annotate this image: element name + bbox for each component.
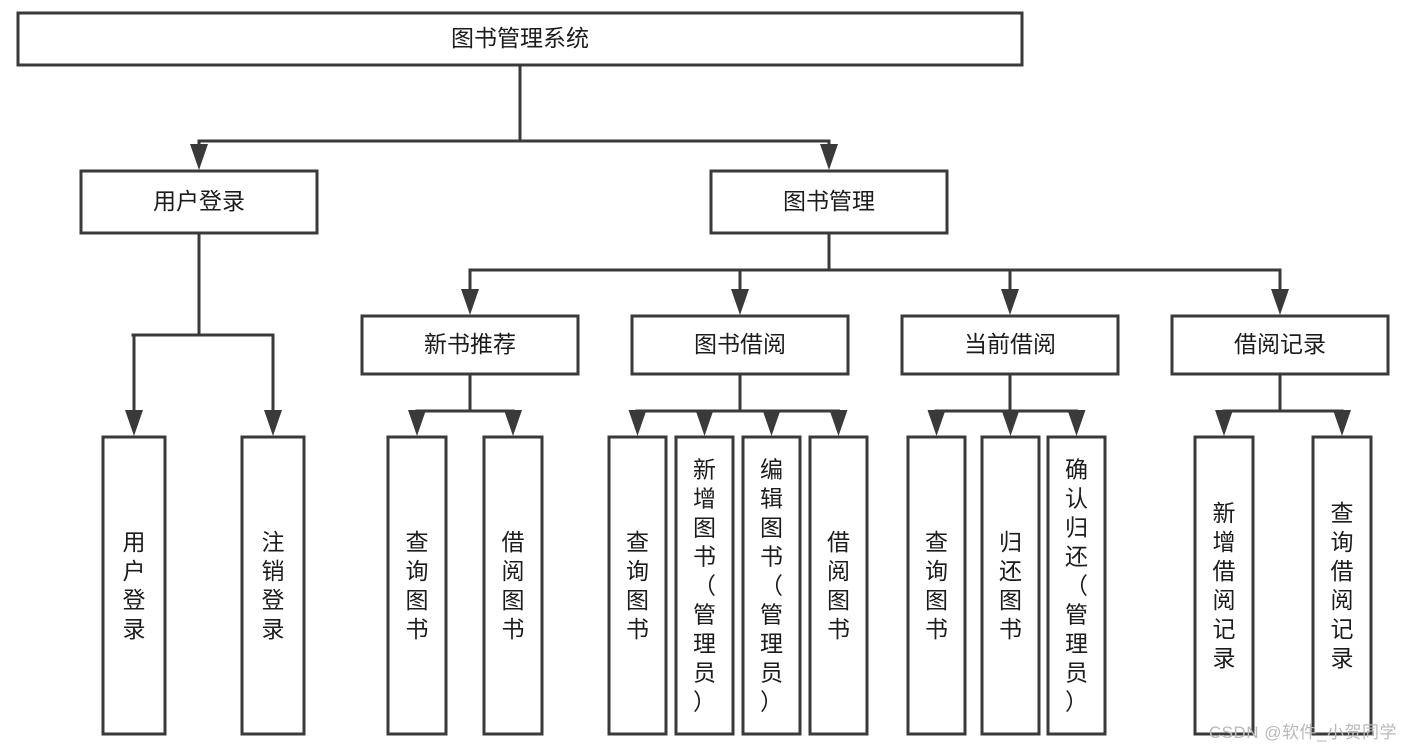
arrow-head-icon	[927, 410, 946, 436]
node-box	[1311, 435, 1373, 736]
arrow-head-icon	[125, 410, 143, 436]
node-leaf-add-book-admin[interactable]: 新增图书（管理员）	[674, 435, 735, 736]
node-label: 新增图书（管理员）	[693, 457, 716, 715]
edges-layer	[125, 63, 1351, 436]
node-leaf-query-book-current[interactable]: 查询图书	[906, 435, 967, 736]
node-box	[482, 435, 544, 736]
node-borrow-record[interactable]: 借阅记录	[1170, 314, 1390, 376]
node-leaf-query-borrow-record[interactable]: 查询借阅记录	[1311, 435, 1373, 736]
node-box	[101, 435, 167, 736]
node-box	[980, 435, 1041, 736]
node-box	[386, 435, 448, 736]
node-label: 查询图书	[925, 529, 948, 642]
node-box	[709, 169, 949, 235]
arrow-head-icon	[695, 410, 714, 436]
arrow-head-icon	[1001, 289, 1019, 315]
node-label: 当前借阅	[964, 331, 1056, 357]
node-label: 图书管理系统	[451, 25, 589, 51]
arrow-head-icon	[628, 410, 647, 436]
node-box	[607, 435, 668, 736]
node-box	[360, 314, 580, 376]
node-leaf-logout[interactable]: 注销登录	[240, 435, 306, 736]
node-label: 用户登录	[153, 188, 245, 214]
arrow-head-icon	[504, 410, 522, 436]
arrow-head-icon	[820, 144, 838, 170]
node-box	[1046, 435, 1107, 736]
node-label: 图书管理	[783, 188, 875, 214]
node-label: 新增借阅记录	[1213, 500, 1236, 671]
node-label: 归还图书	[999, 529, 1022, 642]
node-leaf-borrow-book[interactable]: 借阅图书	[808, 435, 869, 736]
node-label: 查询图书	[626, 529, 649, 642]
node-box	[741, 435, 802, 736]
csdn-watermark: CSDN @软件_小贺同学	[1208, 723, 1397, 742]
arrow-head-icon	[762, 410, 781, 436]
node-box	[79, 169, 319, 235]
node-label: 注销登录	[262, 529, 285, 642]
arrow-head-icon	[1215, 410, 1233, 436]
node-root[interactable]: 图书管理系统	[16, 11, 1024, 67]
arrow-head-icon	[1001, 410, 1020, 436]
arrow-head-icon	[731, 289, 749, 315]
node-leaf-edit-book-admin[interactable]: 编辑图书（管理员）	[741, 435, 802, 736]
node-current-borrow[interactable]: 当前借阅	[900, 314, 1120, 376]
arrow-head-icon	[190, 144, 208, 170]
node-box	[1170, 314, 1390, 376]
node-label: 新书推荐	[424, 331, 516, 357]
node-box	[1193, 435, 1255, 736]
node-box	[906, 435, 967, 736]
node-box	[808, 435, 869, 736]
node-box	[674, 435, 735, 736]
arrow-head-icon	[1067, 410, 1086, 436]
arrow-head-icon	[1271, 289, 1289, 315]
node-label: 查询借阅记录	[1331, 500, 1354, 671]
node-box	[240, 435, 306, 736]
arrow-head-icon	[264, 410, 282, 436]
node-leaf-add-borrow-record[interactable]: 新增借阅记录	[1193, 435, 1255, 736]
arrow-head-icon	[829, 410, 848, 436]
node-label: 借阅图书	[502, 529, 525, 642]
node-new-book-recommend[interactable]: 新书推荐	[360, 314, 580, 376]
node-leaf-user-login[interactable]: 用户登录	[101, 435, 167, 736]
nodes-layer: 图书管理系统用户登录图书管理新书推荐图书借阅当前借阅借阅记录用户登录注销登录查询…	[16, 11, 1390, 736]
node-box	[630, 314, 850, 376]
node-label: 用户登录	[123, 529, 146, 642]
node-user-login[interactable]: 用户登录	[79, 169, 319, 235]
arrow-head-icon	[461, 289, 479, 315]
node-box	[900, 314, 1120, 376]
node-label: 查询图书	[406, 529, 429, 642]
node-box	[16, 11, 1024, 67]
arrow-head-icon	[1333, 410, 1351, 436]
node-leaf-return-book[interactable]: 归还图书	[980, 435, 1041, 736]
node-label: 确认归还（管理员）	[1065, 457, 1088, 715]
node-label: 图书借阅	[694, 331, 786, 357]
node-label: 借阅记录	[1234, 331, 1326, 357]
node-leaf-query-book-recommend[interactable]: 查询图书	[386, 435, 448, 736]
node-book-borrow[interactable]: 图书借阅	[630, 314, 850, 376]
node-leaf-borrow-book-recommend[interactable]: 借阅图书	[482, 435, 544, 736]
node-leaf-query-book[interactable]: 查询图书	[607, 435, 668, 736]
node-book-management[interactable]: 图书管理	[709, 169, 949, 235]
arrow-head-icon	[408, 410, 426, 436]
node-label: 编辑图书（管理员）	[760, 457, 783, 715]
node-label: 借阅图书	[827, 529, 850, 642]
node-leaf-confirm-return-admin[interactable]: 确认归还（管理员）	[1046, 435, 1107, 736]
